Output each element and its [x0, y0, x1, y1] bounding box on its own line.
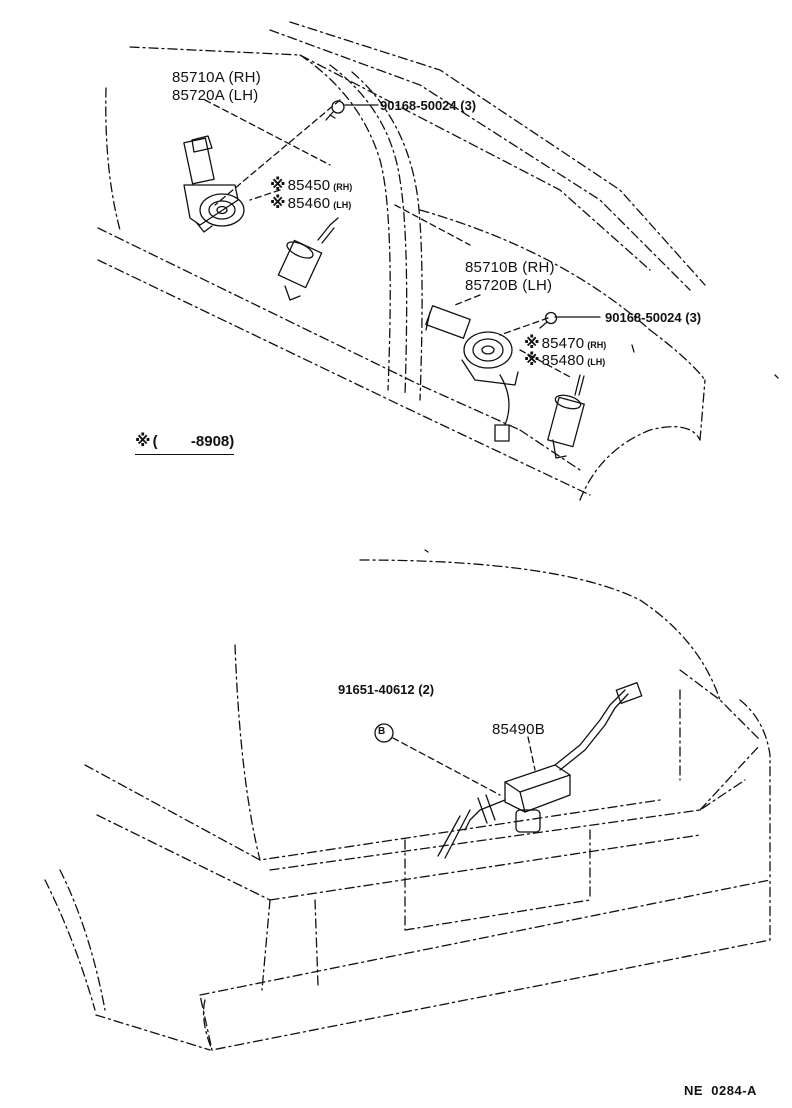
label-85450: ※85450(RH): [270, 178, 352, 194]
door-body-outline: [97, 21, 779, 501]
drawing-code: NE 0284-A: [684, 1083, 757, 1098]
label-85710b-rh: 85710B (RH): [465, 259, 555, 276]
screw-b-drawing: [539, 311, 558, 329]
label-85460: ※85460(LH): [270, 196, 351, 212]
label-screw-b: 90168-50024 (3): [605, 310, 702, 325]
label-85470: ※85470(RH): [524, 336, 606, 352]
label-nut: 91651-40612 (2): [338, 682, 435, 697]
window-regulator-motor-b: [425, 305, 519, 442]
leader-lines-solid: [344, 104, 601, 318]
nut-drawing: [374, 723, 394, 743]
reference-mark-icon: ※: [524, 352, 540, 369]
part-number-85460: 85460: [287, 195, 331, 212]
label-85710a-rh: 85710A (RH): [172, 69, 261, 86]
label-85720a-lh: 85720A (LH): [172, 87, 259, 104]
window-regulator-motor-a: [183, 135, 245, 233]
door-lock-actuator-a: [277, 217, 339, 301]
label-85480: ※85480(LH): [524, 353, 605, 369]
back-door-lock-actuator: [437, 682, 643, 859]
screw-a-drawing: [325, 100, 345, 121]
reference-mark-icon: ※: [524, 335, 540, 352]
nut-symbol: B: [378, 726, 386, 737]
side-lh: (LH): [333, 200, 352, 210]
part-number-85480: 85480: [541, 352, 585, 369]
applicability-footnote: ※( -8908): [135, 433, 235, 455]
footnote-range: ( -8908): [152, 433, 235, 450]
side-lh: (LH): [587, 357, 606, 367]
reference-mark-icon: ※: [270, 195, 286, 212]
door-lock-actuator-b: [547, 374, 585, 459]
side-rh: (RH): [333, 182, 353, 192]
label-screw-a: 90168-50024 (3): [380, 98, 477, 113]
part-number-85470: 85470: [541, 335, 585, 352]
leader-lines-top: [204, 99, 573, 379]
label-85720b-lh: 85720B (LH): [465, 277, 553, 294]
reference-mark-icon: ※: [270, 177, 286, 194]
part-number-85450: 85450: [287, 177, 331, 194]
leader-lines-bottom: [392, 736, 536, 796]
reference-mark-icon: ※: [135, 433, 151, 450]
back-door-outline: [44, 549, 771, 1051]
label-85490b: 85490B: [492, 721, 545, 738]
side-rh: (RH): [587, 340, 607, 350]
